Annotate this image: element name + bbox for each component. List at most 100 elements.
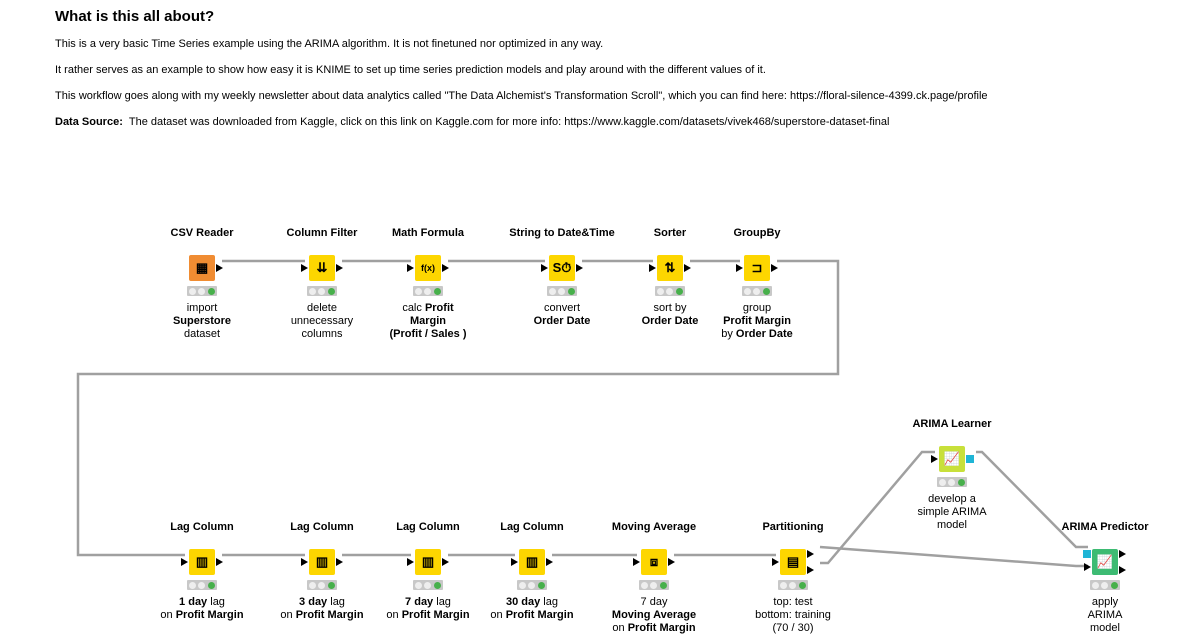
input-port[interactable] — [301, 558, 308, 566]
node-title: Partitioning — [762, 521, 824, 533]
output-port-top[interactable] — [807, 550, 814, 558]
node-icon-box[interactable]: 📈 — [1083, 549, 1126, 575]
node-icon-box[interactable]: ▤ — [772, 549, 814, 575]
output-port-bottom[interactable] — [807, 566, 814, 574]
node-title: ARIMA Predictor — [1061, 521, 1149, 533]
data-input-port[interactable] — [1084, 563, 1091, 571]
input-port[interactable] — [407, 558, 414, 566]
input-port[interactable] — [407, 264, 414, 272]
input-port[interactable] — [541, 264, 548, 272]
node-icon-box[interactable]: ⧈ — [633, 549, 675, 575]
description-text: by — [721, 328, 736, 340]
node-icon-box[interactable]: ⇅ — [649, 255, 691, 281]
input-port[interactable] — [931, 455, 938, 463]
input-port[interactable] — [736, 264, 743, 272]
description-text: dataset — [183, 328, 221, 340]
description-text: Profit Margin — [175, 609, 244, 621]
output-port[interactable] — [684, 264, 691, 272]
output-port[interactable] — [546, 558, 553, 566]
output-port[interactable] — [336, 558, 343, 566]
description-text: sort by — [653, 302, 687, 314]
node-title: Moving Average — [611, 521, 697, 533]
node-icon-box[interactable]: 📈 — [931, 446, 974, 472]
line-chart-icon: 📈 — [1096, 554, 1114, 569]
input-port[interactable] — [633, 558, 640, 566]
model-input-port[interactable] — [1083, 550, 1091, 558]
node-icon-box[interactable]: ⊐ — [736, 255, 778, 281]
output-port[interactable] — [216, 264, 223, 272]
description-text: model — [1090, 622, 1120, 634]
node-icon-box[interactable]: ▥ — [407, 549, 449, 575]
model-output-port[interactable] — [966, 455, 974, 463]
output-port[interactable] — [576, 264, 583, 272]
node-icon-box[interactable]: ⇊ — [301, 255, 343, 281]
description-text: delete — [307, 302, 337, 314]
input-port[interactable] — [649, 264, 656, 272]
node-title: Lag Column — [170, 521, 234, 533]
node-icon-box[interactable]: ▥ — [301, 549, 343, 575]
node-icon-box[interactable]: ▦ — [189, 255, 223, 281]
output-port-top[interactable] — [1119, 550, 1126, 558]
description-text: apply — [1091, 596, 1119, 608]
output-port-bottom[interactable] — [1119, 566, 1126, 574]
description-text: on — [612, 622, 628, 634]
node-status-traffic-light — [1090, 580, 1120, 590]
source-text: The dataset was downloaded from Kaggle, … — [128, 116, 890, 128]
output-port[interactable] — [668, 558, 675, 566]
node-icon-box[interactable]: f(x) — [407, 255, 449, 281]
node-icon-box[interactable]: ▥ — [181, 549, 223, 575]
node-icon-box[interactable]: ▥ — [511, 549, 553, 575]
input-port[interactable] — [301, 264, 308, 272]
node-title: CSV Reader — [170, 227, 234, 239]
node-icon-box[interactable]: S⏱ — [541, 255, 583, 281]
output-port[interactable] — [442, 558, 449, 566]
description-text: unnecessary — [290, 315, 354, 327]
description-text: lag — [540, 596, 558, 608]
description-text: import — [186, 302, 218, 314]
description-text: 7 day — [640, 596, 668, 608]
output-port[interactable] — [442, 264, 449, 272]
sort-icon: ⇅ — [664, 260, 676, 275]
connection[interactable] — [976, 450, 1088, 549]
node-status-traffic-light — [187, 286, 217, 296]
annotation-title: What is this all about? — [55, 8, 215, 25]
connection[interactable] — [76, 259, 840, 557]
input-port[interactable] — [511, 558, 518, 566]
input-port[interactable] — [772, 558, 779, 566]
node-status-traffic-light — [413, 580, 443, 590]
output-port[interactable] — [216, 558, 223, 566]
output-port[interactable] — [771, 264, 778, 272]
connection[interactable] — [820, 450, 935, 565]
description-text: ARIMA — [1087, 609, 1123, 621]
input-port[interactable] — [181, 558, 188, 566]
output-port[interactable] — [336, 264, 343, 272]
